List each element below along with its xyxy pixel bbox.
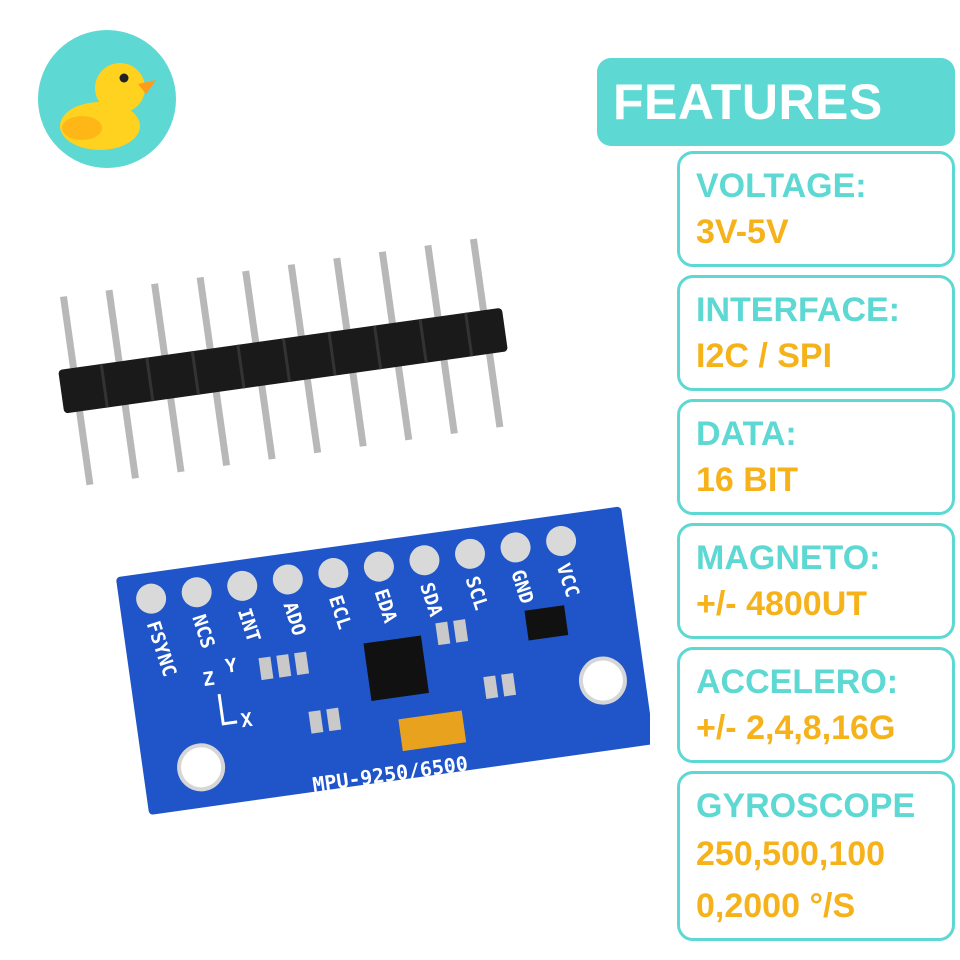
features-header: FEATURES: [597, 58, 955, 146]
feature-value: I2C / SPI: [696, 337, 833, 375]
duck-logo: [38, 30, 176, 168]
feature-label: MAGNETO:: [696, 539, 881, 577]
feature-card-voltage: VOLTAGE: 3V-5V: [677, 151, 955, 267]
axis-label-x: X: [240, 709, 255, 732]
feature-label: ACCELERO:: [696, 663, 899, 701]
feature-value: 3V-5V: [696, 213, 789, 251]
pin-header: [58, 238, 508, 486]
axis-label-y: Y: [224, 654, 239, 677]
feature-value: 16 BIT: [696, 461, 799, 499]
feature-value: +/- 2,4,8,16G: [696, 709, 896, 747]
feature-card-data: DATA: 16 BIT: [677, 399, 955, 515]
feature-label: DATA:: [696, 415, 797, 453]
feature-label: GYROSCOPE: [696, 787, 916, 825]
feature-value-2: 0,2000 °/S: [696, 887, 856, 925]
feature-card-magneto: MAGNETO: +/- 4800UT: [677, 523, 955, 639]
feature-card-gyroscope: GYROSCOPE 250,500,100 0,2000 °/S: [677, 771, 955, 941]
feature-label: INTERFACE:: [696, 291, 900, 329]
pcb-board: FSYNC NCS INT ADO ECL EDA SDA SCL GND VC…: [116, 506, 650, 815]
feature-card-interface: INTERFACE: I2C / SPI: [677, 275, 955, 391]
feature-value: +/- 4800UT: [696, 585, 868, 623]
feature-value: 250,500,100: [696, 835, 886, 873]
feature-card-accelero: ACCELERO: +/- 2,4,8,16G: [677, 647, 955, 763]
rubber-duck-icon: [60, 63, 156, 150]
feature-label: VOLTAGE:: [696, 167, 867, 205]
mpu-board-illustration: FSYNC NCS INT ADO ECL EDA SDA SCL GND VC…: [58, 238, 650, 815]
axis-label-z: Z: [201, 668, 215, 691]
